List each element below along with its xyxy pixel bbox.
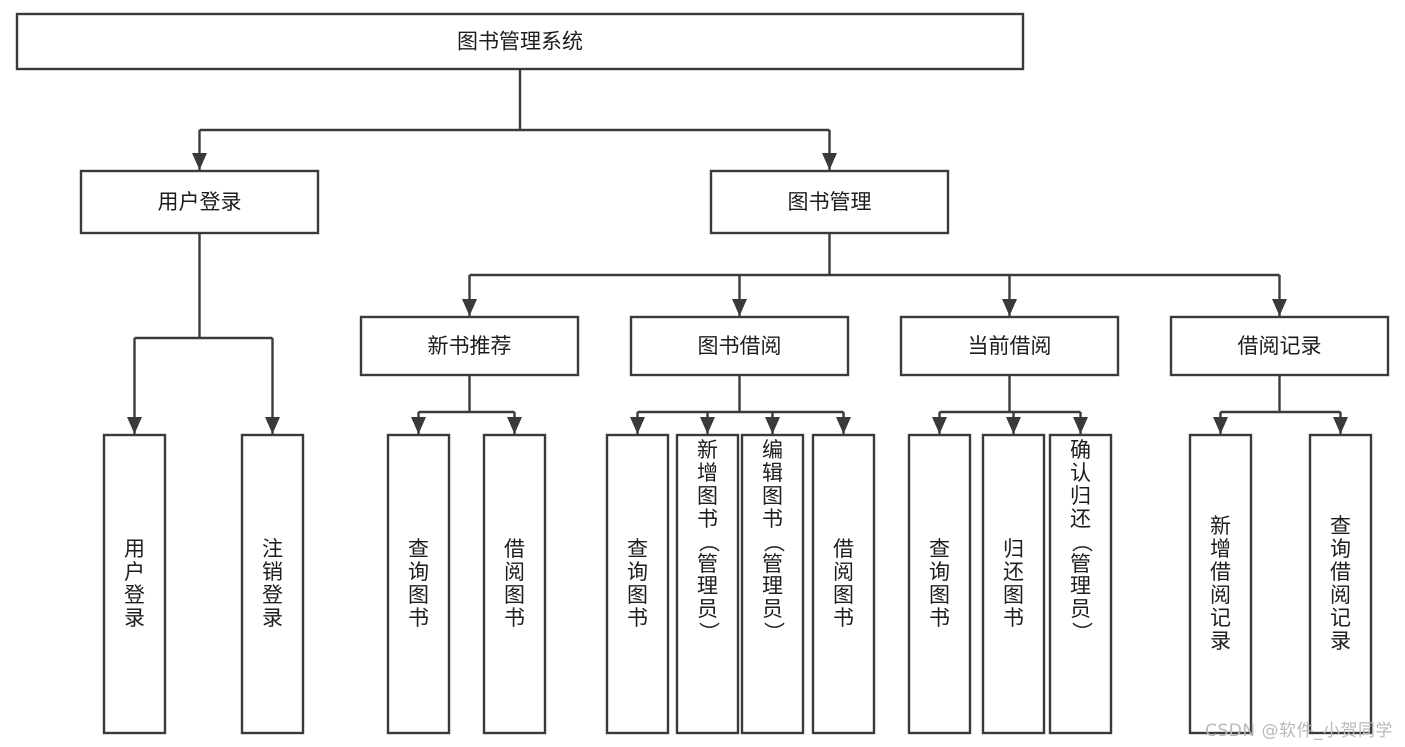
arrow-head-bookmanage-2 xyxy=(1002,299,1017,316)
node-label-book-manage: 图书管理 xyxy=(788,190,872,214)
node-label-borrow-record: 借阅记录 xyxy=(1238,334,1322,358)
node-label-book-borrow: 图书借阅 xyxy=(698,334,782,358)
node-box-book-borrow[interactable] xyxy=(629,315,850,377)
node-box-leaf-user-login[interactable] xyxy=(102,433,167,735)
node-box-leaf-confirm-return[interactable] xyxy=(1048,433,1113,735)
node-label-root: 图书管理系统 xyxy=(457,30,583,54)
node-box-leaf-return-book[interactable] xyxy=(981,433,1046,735)
connectors-layer xyxy=(127,69,1348,434)
node-box-user-login[interactable] xyxy=(79,169,320,235)
node-box-leaf-edit-book[interactable] xyxy=(740,433,805,735)
arrow-head-bookmanage-0 xyxy=(462,299,477,316)
node-box-book-manage[interactable] xyxy=(709,169,950,235)
node-box-leaf-add-record[interactable] xyxy=(1188,433,1253,735)
arrow-head-root-0 xyxy=(192,153,207,170)
arrow-head-new-book-recommend-1 xyxy=(507,417,522,434)
node-box-leaf-query-record[interactable] xyxy=(1308,433,1373,735)
node-box-root[interactable] xyxy=(15,12,1025,71)
arrow-head-current-borrow-0 xyxy=(932,417,947,434)
node-box-leaf-query-books-1[interactable] xyxy=(386,433,451,735)
node-label-user-login: 用户登录 xyxy=(158,190,242,214)
node-box-leaf-borrow-books-1[interactable] xyxy=(482,433,547,735)
arrow-head-bookmanage-3 xyxy=(1272,299,1287,316)
arrow-head-root-1 xyxy=(822,153,837,170)
node-box-borrow-record[interactable] xyxy=(1169,315,1390,377)
arrow-head-user-login-0 xyxy=(127,417,142,434)
node-box-leaf-logout[interactable] xyxy=(240,433,305,735)
node-box-leaf-query-books-2[interactable] xyxy=(605,433,670,735)
arrow-head-book-borrow-2 xyxy=(765,417,780,434)
node-box-leaf-add-book[interactable] xyxy=(675,433,740,735)
node-label-current-borrow: 当前借阅 xyxy=(968,334,1052,358)
arrow-head-user-login-1 xyxy=(265,417,280,434)
boxes-layer xyxy=(15,12,1390,735)
node-box-new-book-recommend[interactable] xyxy=(359,315,580,377)
arrow-head-current-borrow-2 xyxy=(1073,417,1088,434)
node-label-new-book-recommend: 新书推荐 xyxy=(428,334,512,358)
arrow-head-borrow-record-1 xyxy=(1333,417,1348,434)
node-box-current-borrow[interactable] xyxy=(899,315,1120,377)
node-box-leaf-query-books-3[interactable] xyxy=(907,433,972,735)
arrow-head-new-book-recommend-0 xyxy=(411,417,426,434)
arrow-head-bookmanage-1 xyxy=(732,299,747,316)
node-box-leaf-borrow-books-2[interactable] xyxy=(811,433,876,735)
arrow-head-current-borrow-1 xyxy=(1006,417,1021,434)
arrow-head-book-borrow-0 xyxy=(630,417,645,434)
arrow-head-book-borrow-1 xyxy=(700,417,715,434)
arrow-head-book-borrow-3 xyxy=(836,417,851,434)
arrow-head-borrow-record-0 xyxy=(1213,417,1228,434)
